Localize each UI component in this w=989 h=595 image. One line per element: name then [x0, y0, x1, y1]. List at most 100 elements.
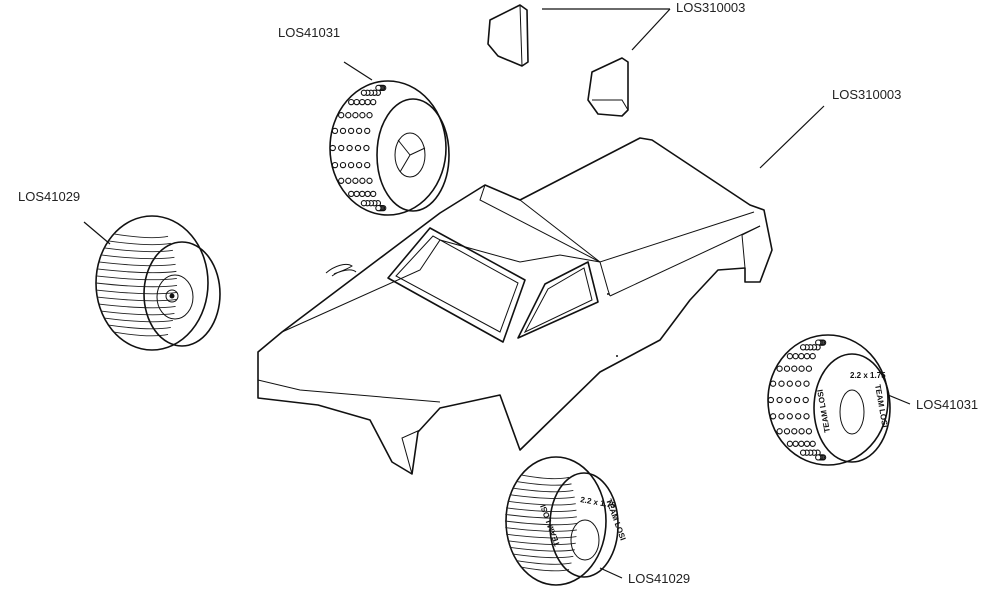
tire-spike	[331, 161, 339, 169]
tire-spike	[791, 428, 798, 435]
tire-spike	[359, 98, 366, 106]
tread-rib	[509, 546, 575, 552]
tire-spike	[785, 396, 792, 404]
tire-spike	[352, 112, 359, 119]
tire-spike	[347, 161, 355, 169]
tire-spike	[769, 380, 777, 387]
tire-spike	[786, 353, 794, 360]
tire-spike	[805, 428, 813, 435]
tread-rib	[113, 233, 169, 239]
tire-spike	[346, 144, 353, 152]
tread-rib	[96, 289, 177, 295]
tread-rib	[96, 275, 177, 281]
tire-spike	[366, 112, 373, 119]
spiked-tire-top	[329, 80, 450, 216]
tread-rib	[104, 317, 173, 323]
tread-rib	[108, 240, 171, 246]
tire-spike	[809, 353, 816, 360]
sidewall-brand-right-2: TEAM LOSI	[816, 389, 832, 433]
tread-rib	[95, 282, 178, 288]
tire-spike	[803, 380, 810, 387]
tire-spike	[792, 353, 799, 360]
tire-spike	[786, 380, 793, 387]
tire-spike	[352, 177, 359, 184]
tire-spike	[329, 144, 336, 152]
tire-spike	[345, 177, 352, 184]
body-clip	[325, 263, 357, 277]
label-spiked-tire-top: LOS41031	[278, 25, 340, 40]
tire-spike	[783, 428, 791, 435]
tire-spike	[338, 112, 345, 119]
tire-spike	[778, 380, 785, 387]
tire-spike	[348, 190, 355, 198]
tire-spike	[798, 428, 805, 435]
tire-spike	[776, 365, 783, 372]
tread-rib	[506, 507, 577, 513]
tread-rib	[101, 310, 175, 316]
tire-spike	[364, 190, 371, 198]
tire-spike	[347, 127, 355, 135]
tread-rib	[505, 513, 577, 519]
tread-rib	[108, 324, 171, 330]
leader-body-shell	[759, 105, 825, 169]
tire-spike	[815, 454, 822, 461]
tire-spike	[783, 365, 791, 372]
tire-spike	[778, 413, 785, 420]
tire-spike	[802, 396, 809, 404]
tire-spike	[793, 396, 801, 404]
tire-spike	[767, 396, 775, 404]
leader-ribbed-tire-left	[83, 221, 111, 245]
tire-spike	[786, 413, 793, 420]
sidewall-brand-bottom-2: TEAM LOSI	[539, 503, 562, 547]
tire-spike	[805, 365, 813, 372]
tread-rib	[113, 331, 169, 337]
label-ribbed-tire-left: LOS41029	[18, 189, 80, 204]
tire-spike	[339, 127, 347, 135]
tire-spike	[798, 440, 805, 447]
tire-spike	[366, 177, 373, 184]
tire-spike	[360, 89, 368, 96]
label-body-shell: LOS310003	[832, 87, 901, 102]
tread-rib	[505, 527, 577, 532]
tire-spike	[795, 380, 802, 387]
leader-spiked-tire-right	[887, 394, 911, 405]
tire-spike	[364, 127, 371, 135]
tread-rib	[507, 500, 576, 506]
tire-spike	[370, 98, 377, 106]
tread-rib	[515, 481, 572, 486]
leader-ribbed-tire-bottom	[599, 567, 623, 579]
tire-spike	[338, 177, 345, 184]
tire-spike	[798, 353, 805, 360]
tire-spike	[331, 127, 339, 135]
tire-spike	[338, 144, 345, 152]
tire-spike	[363, 144, 370, 152]
tire-spike	[798, 365, 805, 372]
tire-spike	[359, 112, 366, 119]
tire-spike	[799, 344, 807, 351]
tire-spike	[803, 413, 810, 420]
tread-rib	[98, 303, 176, 309]
tire-spike	[803, 353, 811, 360]
tire-spike	[769, 413, 777, 420]
tire-spike	[360, 200, 368, 207]
tire-spike	[791, 365, 798, 372]
truck-body-shell	[257, 137, 773, 475]
tire-spike	[370, 190, 377, 198]
tire-spike	[345, 112, 352, 119]
tread-rib	[98, 261, 176, 267]
tread-rib	[520, 566, 570, 572]
wing-plate-left	[487, 4, 529, 67]
tire-spike	[786, 440, 794, 447]
tire-spike	[359, 177, 366, 184]
tire-spike	[375, 204, 382, 212]
tread-rib	[515, 560, 572, 565]
tread-rib	[512, 553, 574, 559]
tread-rib	[520, 474, 570, 480]
tire-spike	[354, 144, 362, 152]
tire-spike	[355, 161, 363, 169]
tire-spike	[795, 413, 802, 420]
label-spiked-tire-right: LOS41031	[916, 397, 978, 412]
tire-spike	[799, 449, 807, 456]
tread-rib	[512, 487, 574, 493]
